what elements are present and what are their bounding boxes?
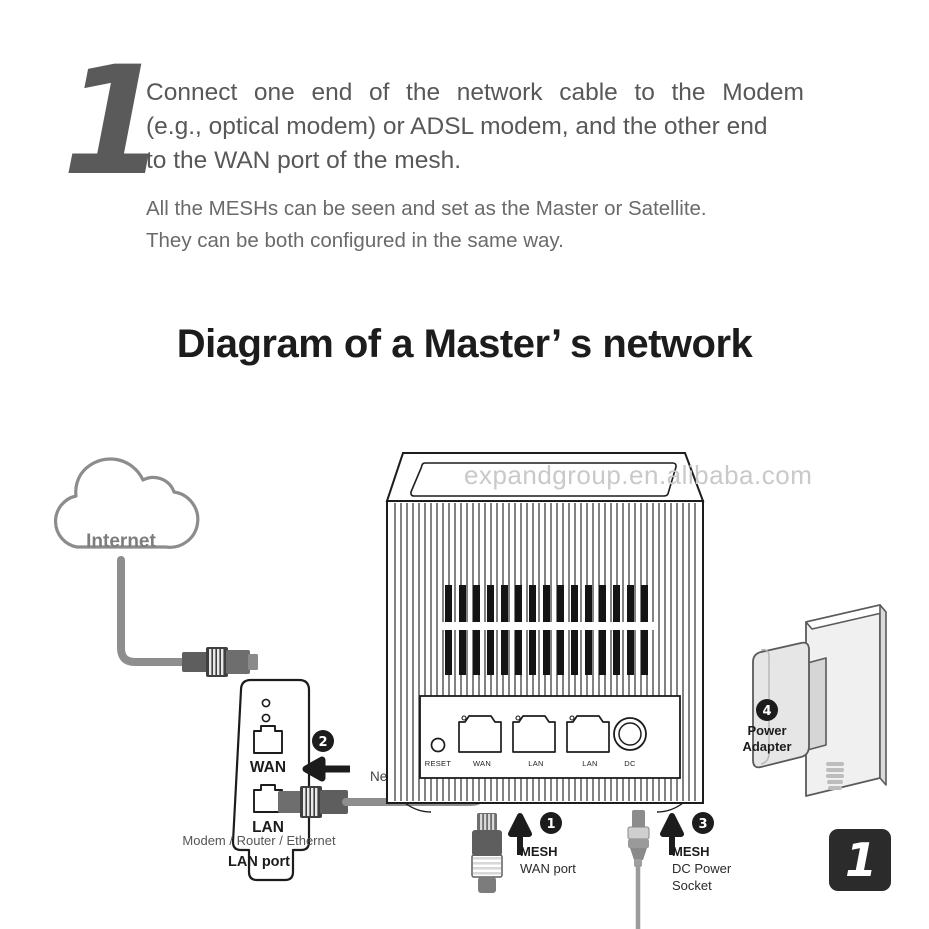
callout-3-arrow — [660, 813, 684, 855]
callout-1-arrow — [508, 813, 532, 855]
power-adapter — [752, 641, 844, 790]
modem-device: WAN LAN Modem / Router / Ethernet LAN po… — [182, 678, 336, 882]
callout-1-badge: 1 — [540, 812, 562, 834]
watermark: expandgroup.en.alibaba.com — [464, 460, 812, 490]
callout-4-badge: 4 — [756, 699, 778, 721]
modem-caption-line-1: Modem / Router / Ethernet — [182, 833, 336, 848]
network-diagram: Internet WAN LAN Modem / Router / Ethern… — [0, 400, 929, 929]
mesh-port-label-dc: DC — [624, 759, 636, 768]
page-number-badge: 1 — [829, 829, 891, 891]
internet-cloud: Internet — [53, 457, 200, 552]
dc-plug — [627, 810, 650, 867]
callout-3-label-line-3: Socket — [672, 878, 712, 893]
rj45-plug-modem-wan — [182, 647, 258, 677]
callout-2-arrow — [302, 756, 350, 782]
wall-socket — [805, 604, 887, 797]
svg-text:3: 3 — [698, 817, 707, 832]
callout-4-label-line-1: Power — [747, 723, 786, 738]
svg-text:2: 2 — [318, 735, 327, 750]
modem-wan-label: WAN — [250, 759, 286, 776]
rj45-plug-modem-lan — [278, 786, 348, 818]
callout-3-badge: 3 — [692, 812, 714, 834]
callout-4-label-line-2: Adapter — [742, 739, 791, 754]
callout-1-label-line-2: WAN port — [520, 861, 576, 876]
step-numeral: 1 — [62, 35, 166, 209]
modem-lan-label: LAN — [252, 819, 284, 836]
instruction-sub-line-2: They can be both configured in the same … — [146, 229, 564, 252]
instruction-sub-line-1: All the MESHs can be seen and set as the… — [146, 197, 707, 220]
mesh-device: RESET WAN LAN LAN DC — [385, 452, 705, 813]
callout-3-label-line-1: MESH — [672, 844, 710, 859]
svg-text:1: 1 — [546, 817, 555, 832]
modem-caption-line-2: LAN port — [228, 854, 290, 870]
callout-1-label-line-1: MESH — [520, 844, 558, 859]
svg-text:4: 4 — [762, 704, 771, 719]
instruction-sub-text: All the MESHs can be seen and set as the… — [146, 193, 806, 257]
mesh-port-label-lan-1: LAN — [528, 759, 544, 768]
diagram-title: Diagram of a Master’ s network — [176, 322, 753, 366]
mesh-port-label-lan-2: LAN — [582, 759, 598, 768]
cloud-label: Internet — [86, 531, 156, 552]
instruction-main-line-2: (e.g., optical modem) or ADSL modem, and… — [146, 113, 768, 140]
mesh-port-label-wan: WAN — [473, 759, 491, 768]
instruction-main-line-3: to the WAN port of the mesh. — [146, 147, 462, 174]
mesh-port-label-reset: RESET — [425, 759, 452, 768]
internet-cable — [117, 556, 186, 666]
callout-2-badge: 2 — [312, 730, 334, 752]
diagram-svg: Internet WAN LAN Modem / Router / Ethern… — [53, 452, 887, 929]
dc-power-cable — [635, 864, 641, 929]
callout-3-label-line-2: DC Power — [672, 861, 732, 876]
rj45-plug-mesh-wan — [471, 813, 503, 893]
